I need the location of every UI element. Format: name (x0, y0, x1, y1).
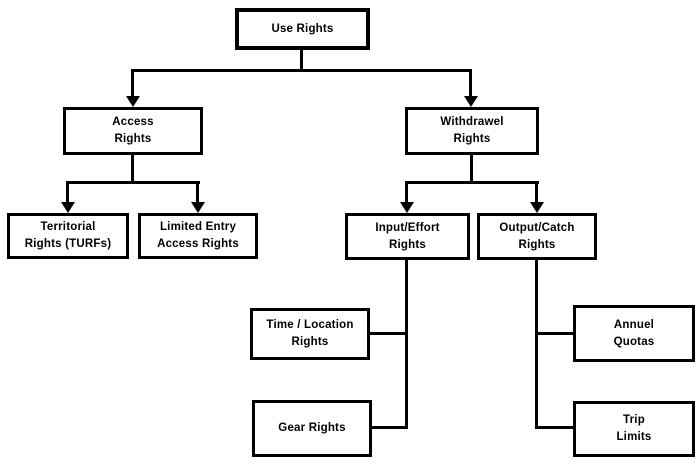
node-limited-entry-label-line2: Access Rights (157, 238, 239, 250)
connector-access-drop (131, 69, 134, 97)
node-limited-entry-label-line1: Limited Entry (159, 221, 237, 233)
node-gear-rights-label: Gear Rights (278, 422, 346, 434)
connector-inputEffort-trunk (405, 260, 408, 429)
connector-outputCatch-trunk (535, 260, 538, 429)
node-territorial-label-line1: Territorial (40, 221, 96, 233)
arrow-into-outputCatch-icon (530, 202, 544, 213)
node-output-catch-label-line2: Rights (518, 238, 556, 251)
node-access-rights-label-line2: Rights (114, 133, 152, 145)
node-withdrawel-rights: Withdrawel Rights (405, 107, 539, 155)
arrow-into-access-icon (126, 96, 140, 107)
node-gear-rights: Gear Rights (252, 400, 372, 457)
node-limited-entry-access-rights: Limited Entry Access Rights (138, 213, 258, 259)
connector-territorial-drop (66, 181, 69, 203)
arrow-into-withdrawel-icon (464, 96, 478, 107)
node-access-rights-label-line1: Access (112, 116, 154, 128)
connector-useRights-stem (300, 50, 303, 72)
connector-withdrawel-drop (469, 69, 472, 97)
node-input-effort-rights: Input/Effort Rights (345, 213, 470, 260)
node-withdrawel-rights-label-line1: Withdrawel (440, 116, 504, 128)
node-trip-limits-label-line1: Trip (623, 414, 645, 426)
connector-timeLocation-stub (370, 332, 408, 335)
arrow-into-territorial-icon (61, 202, 75, 213)
connector-level2-bus (131, 69, 472, 72)
node-withdrawel-rights-label-line2: Rights (453, 133, 491, 145)
node-territorial-label-line2: Rights (TURFs) (24, 238, 112, 250)
node-input-effort-label-line1: Input/Effort (375, 221, 440, 234)
connector-inputEffort-drop (405, 181, 408, 203)
node-access-rights: Access Rights (63, 107, 203, 155)
node-annuel-quotas-label-line2: Quotas (613, 335, 655, 348)
node-trip-limits-label-line2: Limits (616, 431, 652, 443)
node-time-location-label-line2: Rights (291, 336, 329, 348)
node-territorial-rights-turfs: Territorial Rights (TURFs) (7, 213, 129, 259)
node-use-rights: Use Rights (235, 8, 370, 50)
node-time-location-rights: Time / Location Rights (250, 308, 370, 360)
connector-outputCatch-drop (535, 181, 538, 203)
arrow-into-inputEffort-icon (400, 202, 414, 213)
node-annuel-quotas-label-line1: Annuel (613, 318, 655, 331)
connector-withdrawel-stem (470, 155, 473, 184)
connector-limitedEntry-drop (196, 181, 199, 203)
node-use-rights-label: Use Rights (271, 22, 334, 35)
node-output-catch-rights: Output/Catch Rights (477, 213, 597, 260)
connector-gear-stub (372, 426, 408, 429)
connector-tripLimits-stub (535, 426, 573, 429)
connector-access-stem (131, 155, 134, 184)
node-time-location-label-line1: Time / Location (266, 319, 354, 331)
connector-annualQuotas-stub (535, 332, 573, 335)
arrow-into-limitedEntry-icon (191, 202, 205, 213)
node-input-effort-label-line2: Rights (389, 238, 426, 251)
connector-withdrawel-bus (405, 181, 539, 184)
node-trip-limits: Trip Limits (573, 401, 695, 457)
connector-access-bus (66, 181, 200, 184)
node-output-catch-label-line1: Output/Catch (499, 221, 575, 234)
node-annuel-quotas: Annuel Quotas (573, 305, 695, 362)
